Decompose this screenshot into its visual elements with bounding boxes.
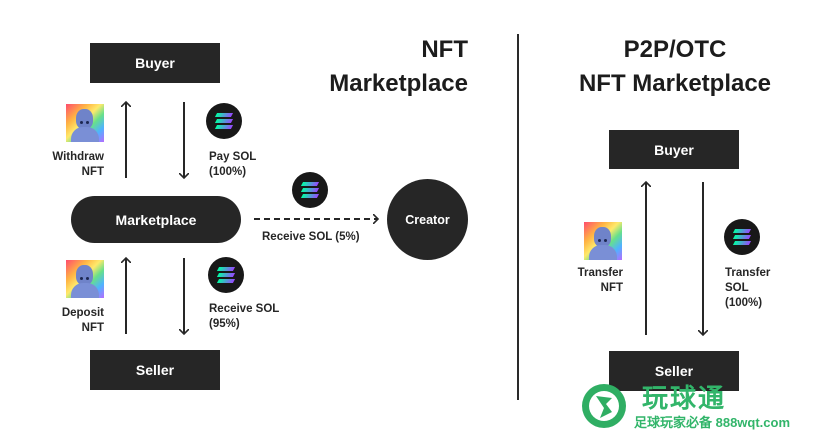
p2p-buyer-node: Buyer xyxy=(609,130,739,169)
deposit-nft-label: Deposit NFT xyxy=(61,307,104,334)
nft-avatar-icon xyxy=(584,222,622,260)
solana-icon xyxy=(208,257,244,293)
solana-icon xyxy=(724,219,760,255)
nft-avatar-icon xyxy=(66,104,104,142)
transfer-nft-label: Transfer NFT xyxy=(577,267,623,294)
pay-sol-label: Pay SOL (100%) xyxy=(209,151,257,178)
marketplace-node: Marketplace xyxy=(71,196,241,243)
creator-node: Creator xyxy=(387,179,468,260)
solana-icon xyxy=(292,172,328,208)
p2p-seller-node: Seller xyxy=(609,351,739,391)
solana-icon xyxy=(206,103,242,139)
p2p-title-line2: NFT Marketplace xyxy=(578,70,772,97)
seller-node: Seller xyxy=(90,350,220,390)
withdraw-nft-label: Withdraw NFT xyxy=(52,151,104,178)
p2p-title-line1: P2P/OTC xyxy=(623,36,727,63)
nft-avatar-icon xyxy=(66,260,104,298)
royalty-label: Receive SOL (5%) xyxy=(262,231,360,243)
marketplace-title-line1: NFT xyxy=(421,36,468,63)
transfer-sol-label: Transfer SOL (100%) xyxy=(725,267,771,309)
marketplace-title-line2: Marketplace xyxy=(329,70,468,97)
buyer-node: Buyer xyxy=(90,43,220,83)
watermark-brand: 玩球通 xyxy=(642,383,727,413)
section-divider xyxy=(517,34,519,400)
receive-sol-label: Receive SOL (95%) xyxy=(209,303,280,330)
watermark-tagline: 足球玩家必备 888wqt.com xyxy=(634,415,791,430)
